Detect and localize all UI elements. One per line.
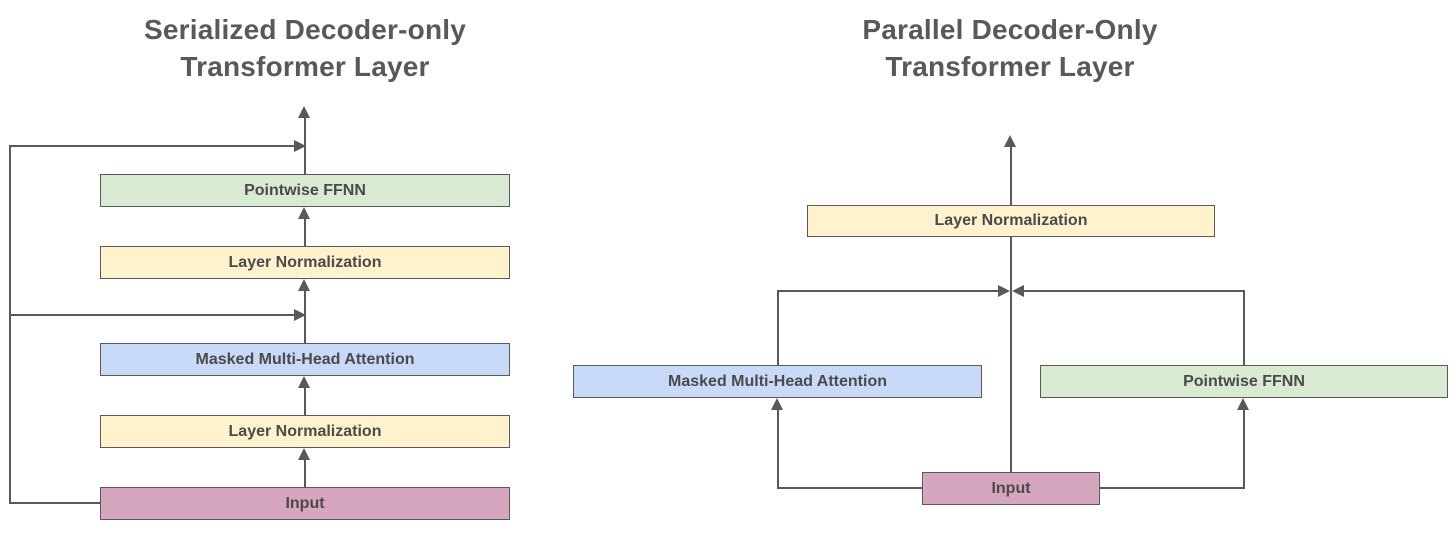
residual-merge-mid-arrowhead-icon: [294, 309, 306, 321]
block-masked-multi-head-attention: Masked Multi-Head Attention: [573, 365, 982, 398]
output-arrow-line: [1010, 147, 1012, 205]
residual-skip-vertical-line: [9, 145, 11, 504]
flow-line: [304, 460, 306, 487]
residual-merge-top-line: [9, 145, 294, 147]
block-label: Pointwise FFNN: [1183, 372, 1305, 390]
ffnn-input-riser-line: [1243, 410, 1245, 489]
ffnn-output-line: [1024, 290, 1244, 292]
attention-input-riser-line: [777, 410, 779, 489]
block-label: Layer Normalization: [228, 422, 382, 440]
attention-output-riser-line: [777, 290, 779, 365]
flow-arrowhead-icon: [298, 448, 310, 460]
block-pointwise-ffnn: Pointwise FFNN: [1040, 365, 1448, 398]
parallel-diagram-title: Parallel Decoder-Only Transformer Layer: [862, 14, 1158, 82]
ffnn-merge-arrowhead-icon: [1012, 285, 1024, 297]
block-layer-normalization-lower: Layer Normalization: [100, 415, 510, 448]
block-label: Masked Multi-Head Attention: [668, 372, 887, 390]
block-input: Input: [100, 487, 510, 520]
flow-arrowhead-icon: [298, 207, 310, 219]
flow-line: [304, 219, 306, 246]
block-label: Input: [991, 479, 1031, 497]
block-label: Pointwise FFNN: [244, 181, 366, 199]
flow-line: [304, 388, 306, 415]
block-layer-normalization: Layer Normalization: [807, 205, 1215, 237]
block-layer-normalization-upper: Layer Normalization: [100, 246, 510, 279]
residual-input-tap-line: [9, 502, 100, 504]
attention-input-feed-line: [777, 487, 922, 489]
output-arrowhead-icon: [298, 106, 310, 118]
ffnn-output-riser-line: [1243, 290, 1245, 365]
attention-merge-arrowhead-icon: [998, 285, 1010, 297]
block-pointwise-ffnn: Pointwise FFNN: [100, 174, 510, 207]
serialized-diagram-title: Serialized Decoder-only Transformer Laye…: [143, 14, 467, 82]
residual-merge-mid-line: [9, 314, 294, 316]
ffnn-input-arrowhead-icon: [1237, 398, 1249, 410]
ffnn-input-feed-line: [1100, 487, 1245, 489]
flow-arrowhead-icon: [298, 279, 310, 291]
flow-line: [304, 291, 306, 343]
attention-input-arrowhead-icon: [771, 398, 783, 410]
block-label: Masked Multi-Head Attention: [195, 350, 415, 368]
residual-merge-top-arrowhead-icon: [294, 140, 306, 152]
block-masked-multi-head-attention: Masked Multi-Head Attention: [100, 343, 510, 376]
central-trunk-line: [1010, 237, 1012, 472]
attention-output-line: [778, 290, 998, 292]
output-arrowhead-icon: [1004, 135, 1016, 147]
block-label: Layer Normalization: [934, 212, 1088, 229]
block-label: Input: [285, 494, 325, 512]
flow-arrowhead-icon: [298, 376, 310, 388]
block-label: Layer Normalization: [228, 253, 382, 271]
block-input: Input: [922, 472, 1100, 505]
